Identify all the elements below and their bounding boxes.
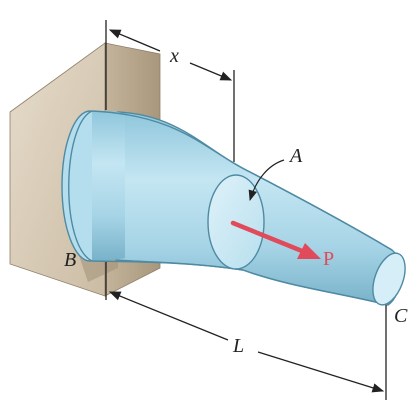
- x-dimension-line-left: [108, 29, 161, 52]
- bar-end-B-cover: [92, 110, 125, 262]
- L-label: L: [232, 335, 244, 357]
- P-label: P: [323, 248, 334, 270]
- x-dimension: x: [105, 20, 235, 162]
- bar-top-edge: [91, 110, 393, 251]
- L-dimension-line-left: [108, 291, 229, 341]
- A-label: A: [288, 145, 303, 167]
- load-arrow-head: [297, 243, 321, 259]
- bar-bottom-edge: [91, 260, 389, 306]
- C-label: C: [394, 305, 408, 327]
- bar-end-B-outline: [68, 110, 93, 262]
- B-label: B: [64, 249, 76, 271]
- load-arrow-shaft: [230, 220, 305, 254]
- A-callout: A: [248, 145, 303, 202]
- x-dimension-line-right: [189, 62, 233, 81]
- L-dimension: L: [105, 262, 387, 400]
- x-label: x: [169, 45, 179, 67]
- bar-end-C: [372, 252, 406, 306]
- load-P: P: [230, 220, 334, 270]
- A-leader-line: [248, 159, 285, 202]
- L-dimension-line-right: [257, 351, 385, 393]
